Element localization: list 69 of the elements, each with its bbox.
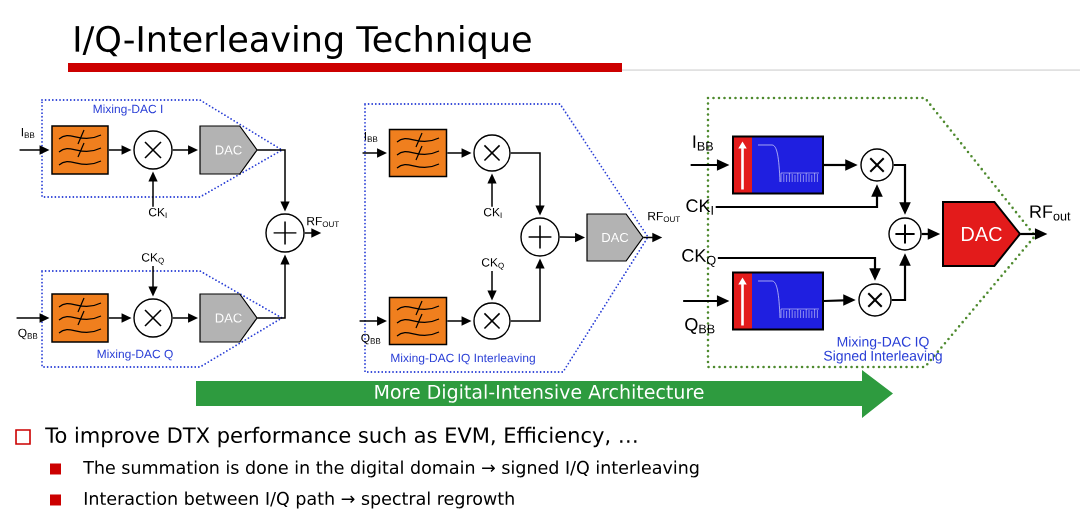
arrow [446,316,472,326]
bullet-text: Interaction between I/Q path → spectral regrowth [84,491,514,509]
adder-symbol [888,217,922,251]
filter-block [51,293,109,343]
arrow [108,145,132,155]
arrow [487,270,497,301]
filter-block [51,125,109,175]
filter-block [732,135,824,195]
signal-label: Q$_{BB}$ [361,333,381,345]
signal-label: I$_{BB}$ [693,135,713,151]
arrow [15,313,50,323]
signal-label: RF$_{OUT}$ [307,216,339,228]
arrow [303,228,322,238]
arrow [256,149,290,212]
mixer-symbol [858,283,892,317]
arrow [1020,228,1048,240]
signal-label: CK$_{Q}$ [141,253,164,265]
filter-block [388,128,448,178]
signal-label: CK$_{I}$ [148,207,167,219]
arrow [171,145,199,155]
signal-label: CK$_{Q}$ [682,249,716,267]
arrow [18,145,50,155]
arrow [361,148,387,158]
arrow [487,173,497,208]
mixer-symbol [133,130,173,170]
arrow [108,313,132,323]
arrow [358,316,387,326]
signal-label: Q$_{BB}$ [18,328,38,340]
mixer-symbol [473,302,511,340]
arrow [921,228,941,240]
arrow [893,163,911,215]
signal-label: I$_{BB}$ [364,131,378,142]
arrow [715,184,883,209]
adder-symbol [520,217,560,257]
dac-block: DAC [942,201,1022,267]
signal-label: RF$_{out}$ [1030,205,1071,221]
arrow [642,232,663,243]
arrow [683,295,730,307]
arrow [891,253,911,302]
arrow [256,254,290,319]
arrow [509,152,545,216]
arrow [823,294,856,306]
adder-symbol [265,213,305,253]
filter-block [732,271,824,331]
dac-block: DAC [199,125,258,175]
arrow [148,171,158,208]
mixer-symbol [860,148,894,182]
arrow [171,313,199,323]
signal-label: I$_{BB}$ [21,127,35,138]
arrow [824,159,858,171]
signal-label: CK$_{I}$ [686,199,713,215]
title: I/Q-Interleaving Technique [75,25,531,59]
bullet-text: The summation is done in the digital domain → signed I/Q interleaving [83,460,699,478]
arrow [690,159,730,171]
arrow [717,256,881,281]
signal-label: CK$_{I}$ [483,207,502,219]
bullet-text: To improve DTX performance such as EVM, Efficiency, … [45,426,637,448]
dac-block: DAC [199,293,258,343]
arrow [446,148,472,158]
dac-block: DAC [586,213,644,262]
arrow [148,265,158,297]
filter-block [388,296,448,346]
signal-label: CK$_{Q}$ [481,258,504,270]
signal-label: RF$_{OUT}$ [648,211,680,223]
signal-label: Q$_{BB}$ [685,318,715,334]
arrow [509,258,545,322]
mixer-symbol [133,298,173,338]
arrow [558,232,586,243]
mixer-symbol [473,134,511,172]
